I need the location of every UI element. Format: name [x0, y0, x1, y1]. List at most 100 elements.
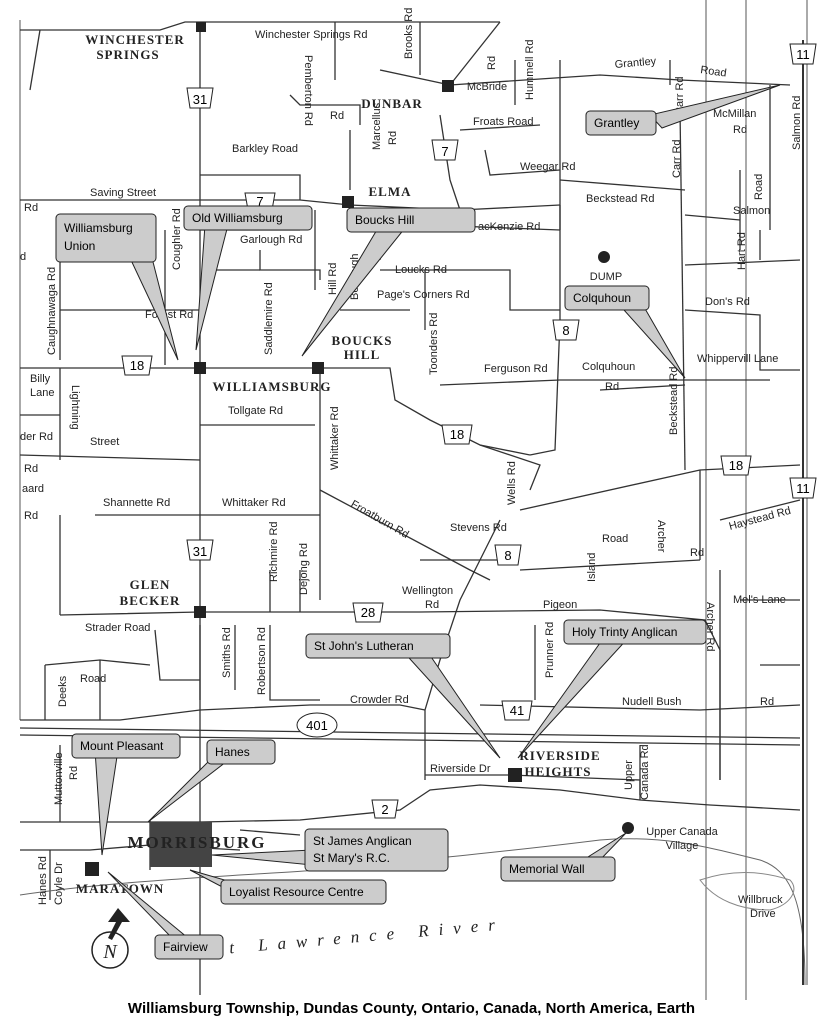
whittaker-rd-v-label: Whittaker Rd: [329, 406, 341, 470]
riverside-dr-label: Riverside Dr: [430, 763, 491, 775]
mackenzie-rd-label: acKenzie Rd: [478, 221, 540, 233]
billy-label: Billy: [30, 373, 51, 385]
svg-text:Memorial Wall: Memorial Wall: [509, 862, 585, 876]
aard-label: aard: [22, 483, 44, 495]
muttonville-rd-label: Rd: [68, 766, 80, 780]
crowder-rd-label: Crowder Rd: [350, 694, 409, 706]
callout-old-williamsburg[interactable]: Old Williamsburg: [183, 205, 313, 351]
winchester-springs-label-1: WINCHESTER: [85, 32, 185, 47]
compass-n-label: N: [102, 941, 118, 963]
svg-text:2: 2: [381, 802, 388, 817]
hwy2-shield: 2: [371, 799, 399, 819]
beckstead-v-label: Beckstead Rd: [668, 367, 680, 435]
smiths-rd-label: Smiths Rd: [221, 627, 233, 678]
svg-text:Loyalist Resource Centre: Loyalist Resource Centre: [229, 885, 364, 899]
archer-label: Archer: [655, 520, 667, 553]
callout-hanes[interactable]: Hanes: [147, 739, 276, 823]
callout-williamsburg-union[interactable]: Williamsburg Union: [55, 213, 179, 361]
svg-text:Old Williamsburg: Old Williamsburg: [192, 211, 283, 225]
carr-rd-mid-label: Carr Rd: [671, 139, 683, 178]
willbruck-label: Willbruck: [738, 894, 783, 906]
callout-colquhoun[interactable]: Colquhoun: [564, 285, 686, 379]
glen-becker-label-1: GLEN: [130, 577, 171, 592]
dunbar-label: DUNBAR: [361, 96, 423, 111]
colquhoun-rd-label-2: Rd: [605, 381, 619, 393]
hart-rd-label: Hart Rd: [736, 232, 748, 270]
whittaker-rd-h-label: Whittaker Rd: [222, 497, 286, 509]
svg-text:Mount Pleasant: Mount Pleasant: [80, 739, 164, 753]
strader-road-label: Strader Road: [85, 622, 150, 634]
whippervill-lane-label: Whippervill Lane: [697, 353, 778, 365]
saddlemire-rd-label: Saddlemire Rd: [263, 282, 275, 355]
svg-text:18: 18: [729, 458, 743, 473]
coughler-rd-label: Coughler Rd: [171, 208, 183, 270]
svg-text:St James Anglican: St James Anglican: [313, 834, 412, 848]
hwy11-shield-top: 11: [789, 43, 817, 65]
callout-st-johns[interactable]: St John's Lutheran: [305, 633, 501, 759]
wells-rd-label: Wells Rd: [506, 461, 518, 505]
wellington-label: Wellington: [402, 585, 453, 597]
der-rd-label: der Rd: [20, 431, 53, 443]
riverside-heights-label-1: RIVERSIDE: [519, 748, 600, 763]
svg-text:Williamsburg: Williamsburg: [64, 221, 133, 235]
callout-fairview[interactable]: Fairview: [107, 871, 224, 960]
callout-holy-trinity[interactable]: Holy Trinty Anglican: [517, 619, 707, 759]
compass-rose: N: [91, 908, 130, 969]
marcellus-label: Marcellus: [371, 102, 383, 150]
svg-text:7: 7: [256, 194, 263, 209]
hwy7-shield-dunbar: 7: [431, 139, 459, 161]
forest-rd-label: Forest Rd: [145, 309, 193, 321]
callout-st-james[interactable]: St James Anglican St Mary's R.C.: [211, 828, 449, 872]
caughnawaga-rd-label: Caughnawaga Rd: [46, 267, 58, 355]
canada-rd-label: Canada Rd: [639, 744, 651, 800]
svg-text:31: 31: [193, 92, 207, 107]
stevens-rd-label: Stevens Rd: [450, 522, 507, 534]
west-rd-label-3: Rd: [24, 463, 38, 475]
svg-text:11: 11: [796, 47, 810, 62]
svg-text:7: 7: [441, 144, 448, 159]
salmon-rd-v-label: Salmon Rd: [791, 96, 803, 150]
svg-text:Hanes: Hanes: [215, 745, 250, 759]
svg-text:28: 28: [361, 605, 375, 620]
island-road-label: Road: [602, 533, 628, 545]
brooks-rd-label: Brooks Rd: [403, 8, 415, 59]
hill-rd-label: Hill Rd: [327, 263, 339, 295]
callout-mount-pleasant[interactable]: Mount Pleasant: [71, 733, 181, 856]
highway-shields: 31 7 7 18 8 18 18 11 11 31 8 28 41 401 2: [121, 43, 817, 819]
winchester-springs-rd-label: Winchester Springs Rd: [255, 29, 368, 41]
svg-text:31: 31: [193, 544, 207, 559]
dump-label: DUMP: [590, 271, 622, 283]
beckstead-rd-h-label: Beckstead Rd: [586, 193, 654, 205]
maratown-label: MARATOWN: [76, 881, 164, 896]
tollgate-rd-label: Tollgate Rd: [228, 405, 283, 417]
svg-text:8: 8: [504, 548, 511, 563]
roads: [19, 21, 806, 995]
colquhoun-rd-label: Colquhoun: [582, 361, 635, 373]
svg-text:St John's Lutheran: St John's Lutheran: [314, 639, 414, 653]
svg-text:8: 8: [562, 323, 569, 338]
mels-lane-label: Mel's Lane: [733, 594, 786, 606]
hwy41-shield: 41: [501, 700, 533, 721]
mcmillan-label: McMillan: [713, 108, 756, 120]
hwy18-shield-mid: 18: [441, 424, 473, 445]
deeks-label: Deeks: [57, 675, 69, 707]
glen-becker-label-2: BECKER: [120, 593, 181, 608]
callout-boucks-hill[interactable]: Boucks Hill: [301, 207, 476, 357]
callout-grantley[interactable]: Grantley: [585, 84, 781, 136]
map-caption: Williamsburg Township, Dundas County, On…: [127, 1000, 696, 1017]
muttonville-label: Muttonville: [53, 752, 65, 805]
callout-memorial-wall[interactable]: Memorial Wall: [500, 832, 627, 882]
toonders-rd-label: Toonders Rd: [428, 313, 440, 375]
carr-rd-top-label: Carr Rd: [674, 76, 686, 115]
pages-corners-rd-label: Page's Corners Rd: [377, 289, 470, 301]
town-markers: [85, 22, 634, 876]
grantley-road-label: Road: [700, 64, 728, 80]
garlough-rd-label: Garlough Rd: [240, 234, 302, 246]
callout-loyalist[interactable]: Loyalist Resource Centre: [189, 869, 387, 905]
svg-text:18: 18: [130, 358, 144, 373]
grantley-rd-label: Grantley: [614, 55, 657, 71]
wellington-rd-label: Rd: [425, 599, 439, 611]
deeks-road-label: Road: [80, 673, 106, 685]
svg-text:Holy Trinty Anglican: Holy Trinty Anglican: [572, 625, 677, 639]
